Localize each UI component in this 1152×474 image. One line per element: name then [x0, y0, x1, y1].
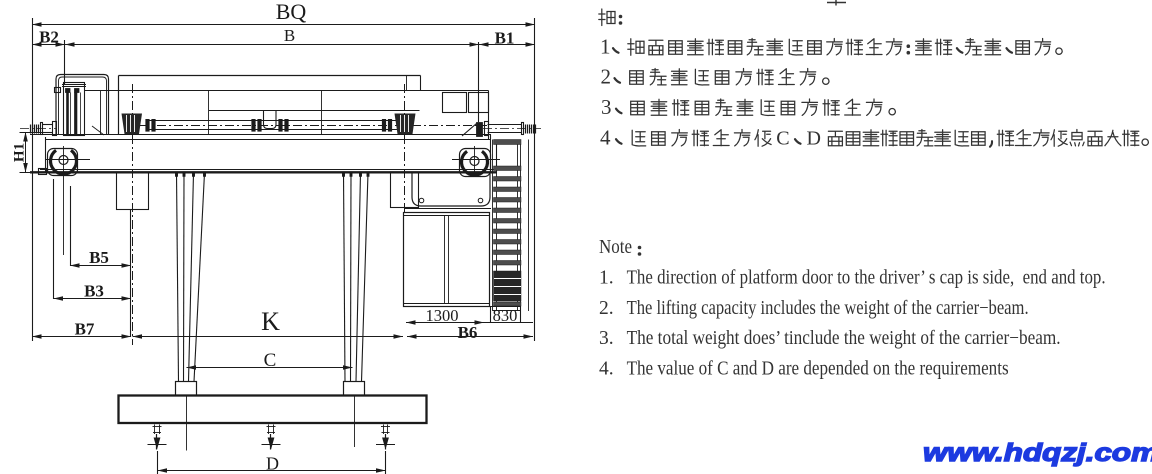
svg-text:The total weight does’ tinclud: The total weight does’ tinclude the weig… — [627, 328, 1061, 349]
svg-text:B5: B5 — [89, 248, 109, 267]
svg-text:C: C — [776, 128, 789, 150]
svg-text:The lifting capacity includes: The lifting capacity includes the weight… — [627, 298, 1029, 319]
svg-text:C: C — [264, 350, 277, 371]
svg-text:2.: 2. — [599, 298, 614, 319]
svg-text:B1: B1 — [495, 29, 515, 48]
svg-text:4: 4 — [600, 126, 611, 150]
svg-text:B3: B3 — [84, 282, 104, 301]
svg-text:1.: 1. — [599, 268, 614, 289]
svg-text:3: 3 — [601, 95, 612, 119]
svg-text:D: D — [266, 454, 279, 474]
svg-text:The direction of platform door: The direction of platform door to the dr… — [627, 268, 1106, 289]
svg-text:D: D — [807, 128, 821, 150]
svg-text:K: K — [261, 307, 280, 336]
svg-text:B2: B2 — [39, 28, 59, 47]
svg-text:B6: B6 — [458, 323, 478, 342]
svg-text:4.: 4. — [599, 358, 614, 379]
svg-text:H1: H1 — [12, 143, 28, 162]
svg-text:1: 1 — [600, 35, 611, 59]
svg-text:Note: Note — [599, 236, 632, 258]
svg-text:3.: 3. — [599, 328, 614, 349]
svg-text:B: B — [284, 26, 295, 45]
svg-text:1300: 1300 — [426, 306, 459, 325]
svg-text:The value of C and D are depen: The value of C and D are depended on the… — [627, 358, 1009, 379]
svg-text:BQ: BQ — [276, 0, 307, 24]
svg-text:2: 2 — [601, 65, 612, 89]
svg-text:B7: B7 — [75, 320, 95, 339]
svg-text:www.hdqzj.com: www.hdqzj.com — [923, 439, 1152, 467]
